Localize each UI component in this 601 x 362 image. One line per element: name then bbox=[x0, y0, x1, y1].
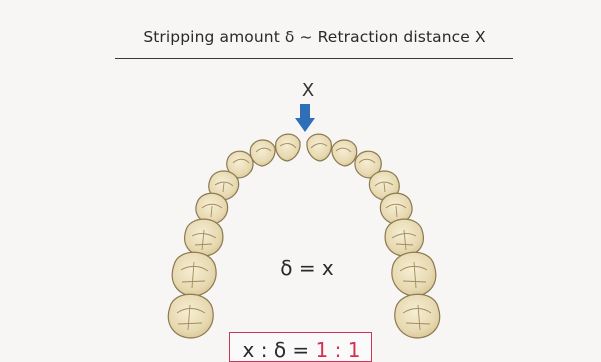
tooth-icon bbox=[354, 150, 382, 179]
tooth-icon bbox=[394, 293, 441, 339]
equation-label: δ = x bbox=[280, 256, 334, 280]
tooth-icon bbox=[226, 150, 254, 179]
ratio-left: x : δ = bbox=[242, 338, 316, 362]
tooth-icon bbox=[275, 133, 301, 162]
ratio-text: x : δ = 1 : 1 bbox=[230, 338, 373, 362]
retraction-label: X bbox=[301, 80, 315, 101]
diagram-title: Stripping amount δ ~ Retraction distance… bbox=[143, 28, 486, 46]
tooth-icon bbox=[306, 133, 332, 162]
ratio-separator: : bbox=[328, 338, 348, 362]
tooth-icon bbox=[249, 139, 276, 167]
tooth-icon bbox=[331, 139, 358, 167]
ratio-value-a: 1 bbox=[315, 338, 329, 362]
tooth-icon bbox=[195, 192, 229, 225]
tooth-icon bbox=[167, 293, 214, 339]
diagram-page: Stripping amount δ ~ Retraction distance… bbox=[115, 28, 513, 362]
dental-arch bbox=[167, 104, 441, 339]
tooth-icon bbox=[384, 218, 424, 257]
tooth-icon bbox=[171, 251, 217, 297]
retraction-arrow-icon bbox=[295, 104, 315, 132]
tooth-icon bbox=[184, 218, 224, 257]
ratio-box: x : δ = 1 : 1 bbox=[229, 332, 372, 362]
tooth-icon bbox=[391, 251, 437, 297]
tooth-icon bbox=[379, 192, 413, 225]
title-underline bbox=[115, 58, 513, 59]
ratio-value-b: 1 bbox=[347, 338, 361, 362]
